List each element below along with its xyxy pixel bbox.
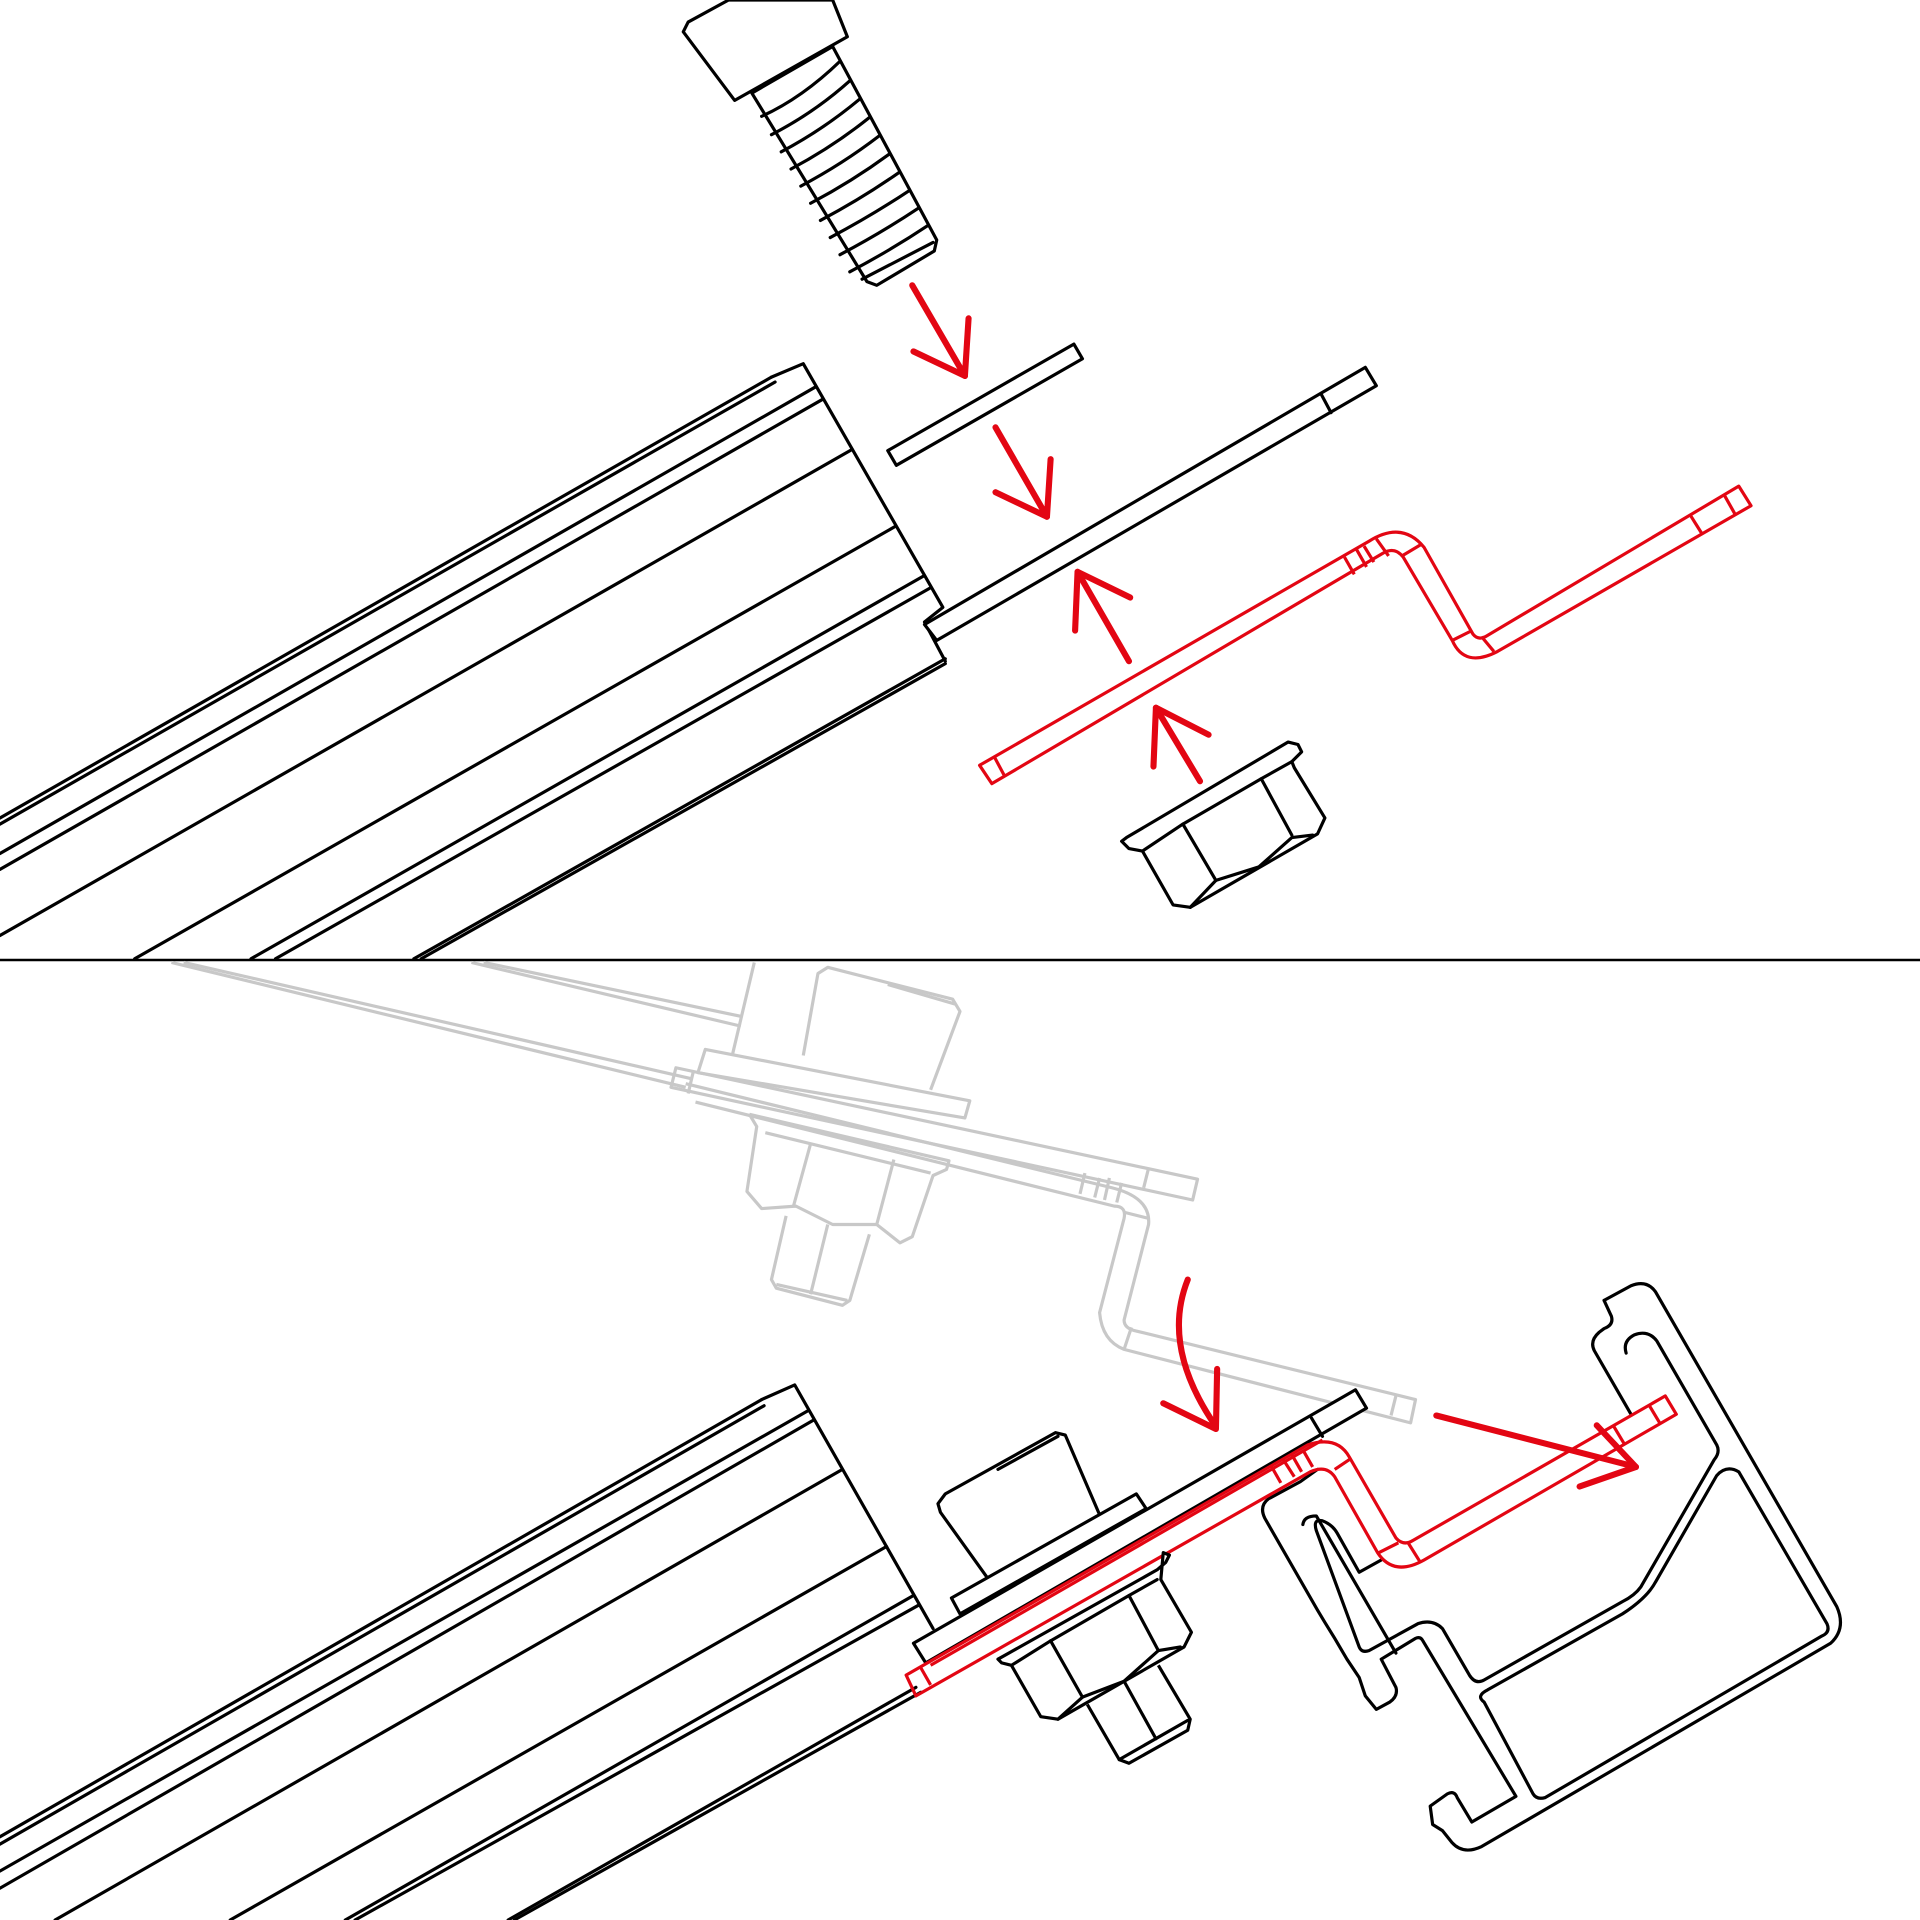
mounting-rail-bottom: [0, 1383, 935, 1920]
end-clamp: [1260, 1282, 1843, 1852]
mounting-rail-top: [0, 362, 947, 961]
ghost-assembly: [171, 960, 1418, 1425]
washer-plate: [886, 342, 1085, 467]
arrow-slide-into-clamp: [1433, 1412, 1639, 1490]
arrow-rotate-down: [1160, 1276, 1221, 1433]
long-bar: [922, 365, 1378, 642]
z-bracket-highlight: [978, 484, 1753, 786]
z-bracket-assembled-highlight: [904, 1394, 1678, 1698]
nut-assembled: [996, 1551, 1194, 1765]
assembled-view-panel: [0, 960, 1843, 1920]
bolt: [681, 0, 939, 287]
flange-nut: [1120, 740, 1327, 909]
arrow-nut-up: [1150, 704, 1212, 785]
arrow-plate-down: [992, 424, 1054, 520]
arrow-bracket-up: [1072, 568, 1134, 665]
exploded-view-panel: [0, 0, 1753, 961]
bolt-thread: [760, 59, 935, 281]
long-bar-assembled: [911, 1388, 1369, 1665]
arrow-bolt-down: [909, 282, 972, 379]
